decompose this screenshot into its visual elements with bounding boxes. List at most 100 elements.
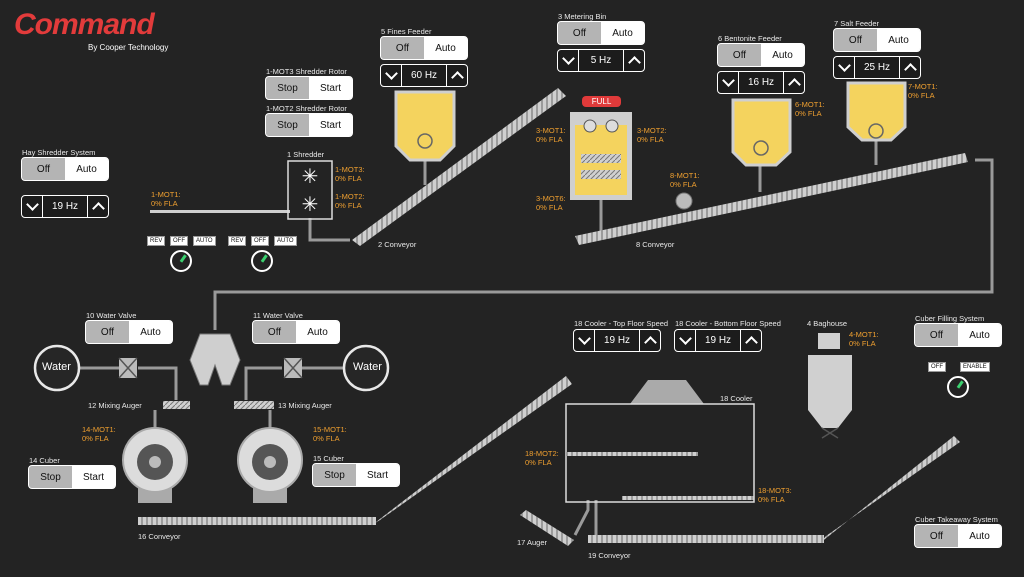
valve10-title: 10 Water Valve <box>86 311 137 320</box>
cuber15-start-button[interactable]: Start <box>356 464 399 486</box>
knob2-off-label[interactable]: OFF <box>251 236 269 246</box>
cooler-top-decrease-button[interactable] <box>574 330 594 351</box>
takeaway-toggle: Off Auto <box>914 524 1002 548</box>
hay-shredder-decrease-button[interactable] <box>22 196 42 217</box>
bentonite-increase-button[interactable] <box>784 72 804 93</box>
shredder-mot3-readout: 1-MOT3:0% FLA <box>335 165 365 183</box>
knob1-auto-label[interactable]: AUTO <box>193 236 216 246</box>
chevron-up-icon <box>744 336 758 349</box>
chevron-up-icon <box>450 71 464 84</box>
valve11-off-button[interactable]: Off <box>253 321 296 343</box>
cooler-bottom-speed-spinner: 19 Hz <box>674 329 762 352</box>
cuber14-start-button[interactable]: Start <box>72 466 115 488</box>
rotor2-stop-button[interactable]: Stop <box>266 114 309 136</box>
cooler-bottom-decrease-button[interactable] <box>675 330 695 351</box>
chevron-up-icon <box>91 202 105 215</box>
water-left-label: Water <box>42 361 71 373</box>
bentonite-toggle: Off Auto <box>717 43 805 67</box>
hay-shredder-speed-value: 19 Hz <box>42 196 88 217</box>
salt-title: 7 Salt Feeder <box>834 19 880 28</box>
takeaway-auto-button[interactable]: Auto <box>958 525 1001 547</box>
fines-off-button[interactable]: Off <box>381 37 424 59</box>
rotor2-start-button[interactable]: Start <box>309 114 352 136</box>
salt-auto-button[interactable]: Auto <box>877 29 920 51</box>
metering-auto-button[interactable]: Auto <box>601 22 644 44</box>
mixing-splitter-icon <box>189 333 241 386</box>
baghouse-mot1-readout: 4-MOT1:0% FLA <box>849 330 879 348</box>
salt-decrease-button[interactable] <box>834 57 854 78</box>
fines-toggle: Off Auto <box>380 36 468 60</box>
cooler-bottom-increase-button[interactable] <box>741 330 761 351</box>
bentonite-decrease-button[interactable] <box>718 72 738 93</box>
knob1-rev-label[interactable]: REV <box>147 236 166 246</box>
metering-mot2-readout: 3-MOT2:0% FLA <box>637 126 667 144</box>
bentonite-auto-button[interactable]: Auto <box>761 44 804 66</box>
shredder-title: 1 Shredder <box>287 150 325 159</box>
salt-increase-button[interactable] <box>900 57 920 78</box>
salt-off-button[interactable]: Off <box>834 29 877 51</box>
metering-speed-value: 5 Hz <box>578 50 624 71</box>
valve10-off-button[interactable]: Off <box>86 321 129 343</box>
metering-increase-button[interactable] <box>624 50 644 71</box>
cooler-top-speed-value: 19 Hz <box>594 330 640 351</box>
fines-increase-button[interactable] <box>447 65 467 86</box>
fines-feeder-bin <box>394 90 456 162</box>
knob2-selector[interactable] <box>251 250 273 272</box>
salt-speed-value: 25 Hz <box>854 57 900 78</box>
shredder-mot1-readout: 1-MOT1:0% FLA <box>151 190 181 208</box>
conveyor8-mot1-readout: 8-MOT1:0% FLA <box>670 171 700 189</box>
conveyor-8-motor-icon <box>675 192 693 210</box>
hay-shredder-auto-button[interactable]: Auto <box>65 158 108 180</box>
rotor3-start-button[interactable]: Start <box>309 77 352 99</box>
valve11-title: 11 Water Valve <box>253 311 303 320</box>
hay-shredder-increase-button[interactable] <box>88 196 108 217</box>
fines-speed-value: 60 Hz <box>401 65 447 86</box>
conveyor2-title: 2 Conveyor <box>378 240 417 249</box>
takeaway-off-button[interactable]: Off <box>915 525 958 547</box>
bentonite-speed-spinner: 16 Hz <box>717 71 805 94</box>
bentonite-title: 6 Bentonite Feeder <box>718 34 782 43</box>
cuber-fill-selector[interactable] <box>947 376 969 398</box>
shredder-body: ✳ ✳ <box>287 160 333 220</box>
cuber-fill-off-button[interactable]: Off <box>915 324 958 346</box>
knob2-auto-label[interactable]: AUTO <box>274 236 297 246</box>
hay-shredder-off-button[interactable]: Off <box>22 158 65 180</box>
fines-decrease-button[interactable] <box>381 65 401 86</box>
water-valve-10-icon[interactable] <box>118 357 138 379</box>
valve10-auto-button[interactable]: Auto <box>129 321 172 343</box>
cuber14-toggle: Stop Start <box>28 465 116 489</box>
knob1-off-label[interactable]: OFF <box>170 236 188 246</box>
cuber14-stop-button[interactable]: Stop <box>29 466 72 488</box>
metering-decrease-button[interactable] <box>558 50 578 71</box>
chevron-up-icon <box>627 56 641 69</box>
cooler-bottom-speed-value: 19 Hz <box>695 330 741 351</box>
rotor3-stop-button[interactable]: Stop <box>266 77 309 99</box>
cuber-fill-enable-label[interactable]: ENABLE <box>960 362 990 372</box>
metering-speed-spinner: 5 Hz <box>557 49 645 72</box>
cuber15-toggle: Stop Start <box>312 463 400 487</box>
cuber15-mot1-readout: 15-MOT1:0% FLA <box>313 425 347 443</box>
valve11-auto-button[interactable]: Auto <box>296 321 339 343</box>
metering-off-button[interactable]: Off <box>558 22 601 44</box>
chevron-down-icon <box>721 74 735 87</box>
salt-mot1-readout: 7-MOT1:0% FLA <box>908 82 938 100</box>
cuber14-title: 14 Cuber <box>29 456 60 465</box>
cooler-top-increase-button[interactable] <box>640 330 660 351</box>
conveyor16-title: 16 Conveyor <box>138 532 181 541</box>
water-valve-11-icon[interactable] <box>283 357 303 379</box>
cooler-bottom-title: 18 Cooler - Bottom Floor Speed <box>675 319 781 328</box>
fines-auto-button[interactable]: Auto <box>424 37 467 59</box>
cooler-mot3-readout: 18-MOT3:0% FLA <box>758 486 792 504</box>
bentonite-off-button[interactable]: Off <box>718 44 761 66</box>
piping <box>78 140 994 536</box>
knob1-selector[interactable] <box>170 250 192 272</box>
cuber15-stop-button[interactable]: Stop <box>313 464 356 486</box>
auger13-title: 13 Mixing Auger <box>278 401 332 410</box>
cuber-fill-off-label[interactable]: OFF <box>928 362 946 372</box>
knob2-rev-label[interactable]: REV <box>228 236 247 246</box>
chevron-down-icon <box>837 59 851 72</box>
cooler-body <box>565 380 755 503</box>
cuber-14-body <box>122 427 188 503</box>
rotor3-title: 1-MOT3 Shredder Rotor <box>266 67 347 76</box>
cuber-fill-auto-button[interactable]: Auto <box>958 324 1001 346</box>
